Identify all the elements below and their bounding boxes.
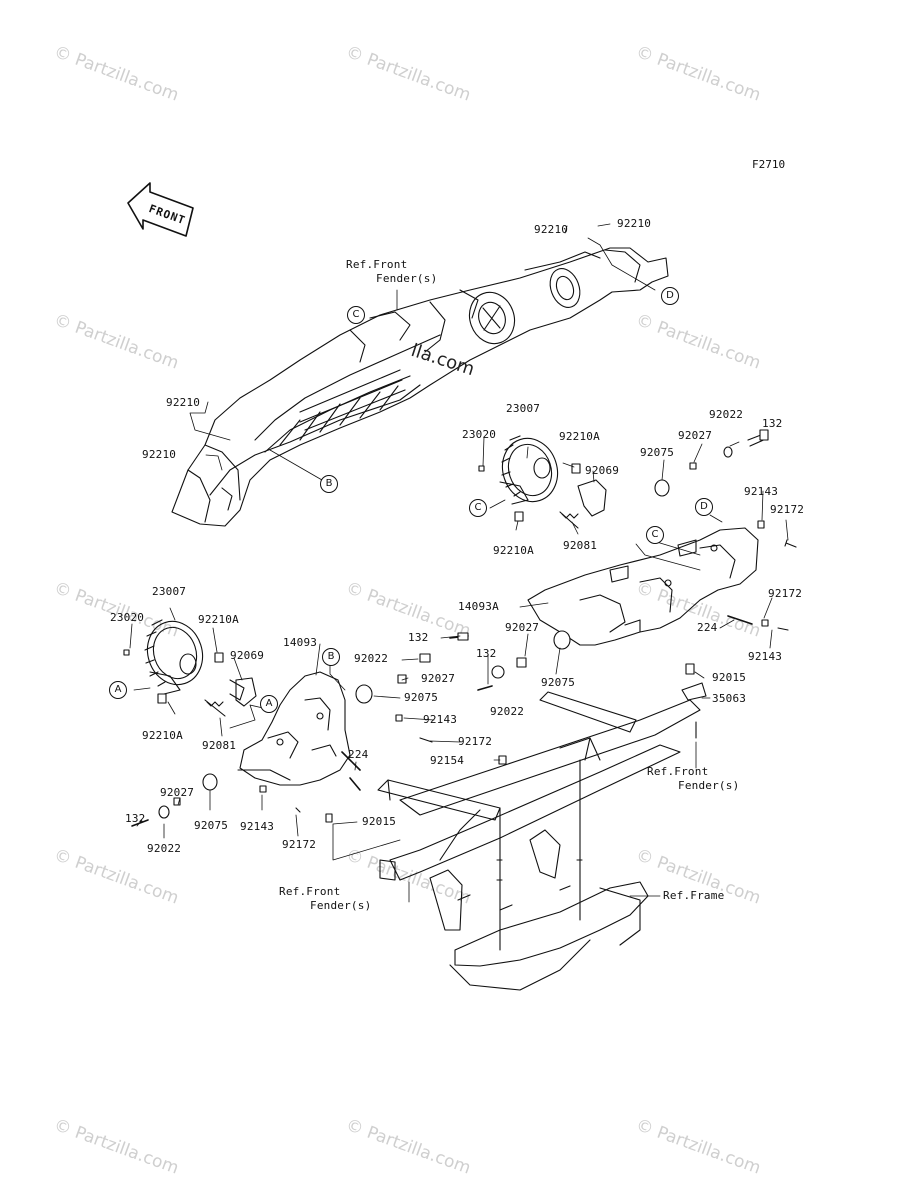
part-label: 35063 <box>712 692 747 705</box>
part-label: 92027 <box>421 672 456 685</box>
part-label: 23020 <box>110 611 145 624</box>
part-label: 132 <box>476 647 497 660</box>
callout-c: C <box>347 306 365 324</box>
part-label: 92081 <box>563 539 598 552</box>
part-label: 92210 <box>166 396 201 409</box>
part-label: 92210 <box>617 217 652 230</box>
part-label: 92015 <box>712 671 747 684</box>
part-label: 92210A <box>198 613 239 626</box>
part-label: 92022 <box>709 408 744 421</box>
part-label: 92069 <box>230 649 265 662</box>
part-label: 92075 <box>404 691 439 704</box>
part-label: Fender(s) <box>376 272 438 285</box>
headlight-left <box>123 619 257 717</box>
front-cover-assembly <box>171 247 669 527</box>
callout-b: B <box>320 475 338 493</box>
part-label: 23007 <box>152 585 187 598</box>
part-label: 92154 <box>430 754 465 767</box>
part-label: Ref.Front <box>346 258 408 271</box>
headlight-right <box>478 435 607 529</box>
callout-c: C <box>469 499 487 517</box>
part-label: 132 <box>408 631 429 644</box>
part-label: 224 <box>697 621 718 634</box>
part-label: 92069 <box>585 464 620 477</box>
part-label: Ref.Front <box>647 765 709 778</box>
part-label: 92075 <box>640 446 675 459</box>
front-arrow-icon: FRONT <box>127 182 194 237</box>
part-label: 92210A <box>559 430 600 443</box>
part-label: 92022 <box>354 652 389 665</box>
bracket-14093 <box>237 671 351 786</box>
part-label: 92015 <box>362 815 397 828</box>
part-label: 92172 <box>282 838 317 851</box>
part-label: Ref.Front <box>279 885 341 898</box>
part-label: 92210 <box>534 223 569 236</box>
part-label: 132 <box>125 812 146 825</box>
hardware-right <box>325 429 797 823</box>
part-label: 92075 <box>541 676 576 689</box>
part-label: 92210A <box>142 729 183 742</box>
part-label: 92027 <box>160 786 195 799</box>
part-label: 23007 <box>506 402 541 415</box>
part-label: Fender(s) <box>310 899 372 912</box>
callout-c: C <box>646 526 664 544</box>
part-label: 92143 <box>748 650 783 663</box>
part-label: 92210A <box>493 544 534 557</box>
part-label: 92143 <box>423 713 458 726</box>
part-label: 132 <box>762 417 783 430</box>
callout-d: D <box>661 287 679 305</box>
part-label: 92075 <box>194 819 229 832</box>
diagram-code: F2710 <box>752 158 786 171</box>
part-label: 92081 <box>202 739 237 752</box>
part-label: 92210 <box>142 448 177 461</box>
part-label: 92022 <box>490 705 525 718</box>
bracket-14093a <box>527 527 759 646</box>
part-label: 14093A <box>458 600 499 613</box>
leader-lines <box>129 223 789 903</box>
frame-reference <box>377 691 701 991</box>
part-label: 224 <box>348 748 369 761</box>
part-label: Fender(s) <box>678 779 740 792</box>
part-label: 92027 <box>505 621 540 634</box>
callout-a: A <box>109 681 127 699</box>
part-label: Ref.Frame <box>663 889 725 902</box>
callout-d: D <box>695 498 713 516</box>
part-label: 23020 <box>462 428 497 441</box>
part-label: 92143 <box>744 485 779 498</box>
part-label: 92022 <box>147 842 182 855</box>
part-label: 92172 <box>768 587 803 600</box>
part-label: 92027 <box>678 429 713 442</box>
callout-b: B <box>322 648 340 666</box>
callout-a: A <box>260 695 278 713</box>
part-label: 92172 <box>458 735 493 748</box>
part-label: 92172 <box>770 503 805 516</box>
part-label: 14093 <box>283 636 318 649</box>
part-label: 92143 <box>240 820 275 833</box>
